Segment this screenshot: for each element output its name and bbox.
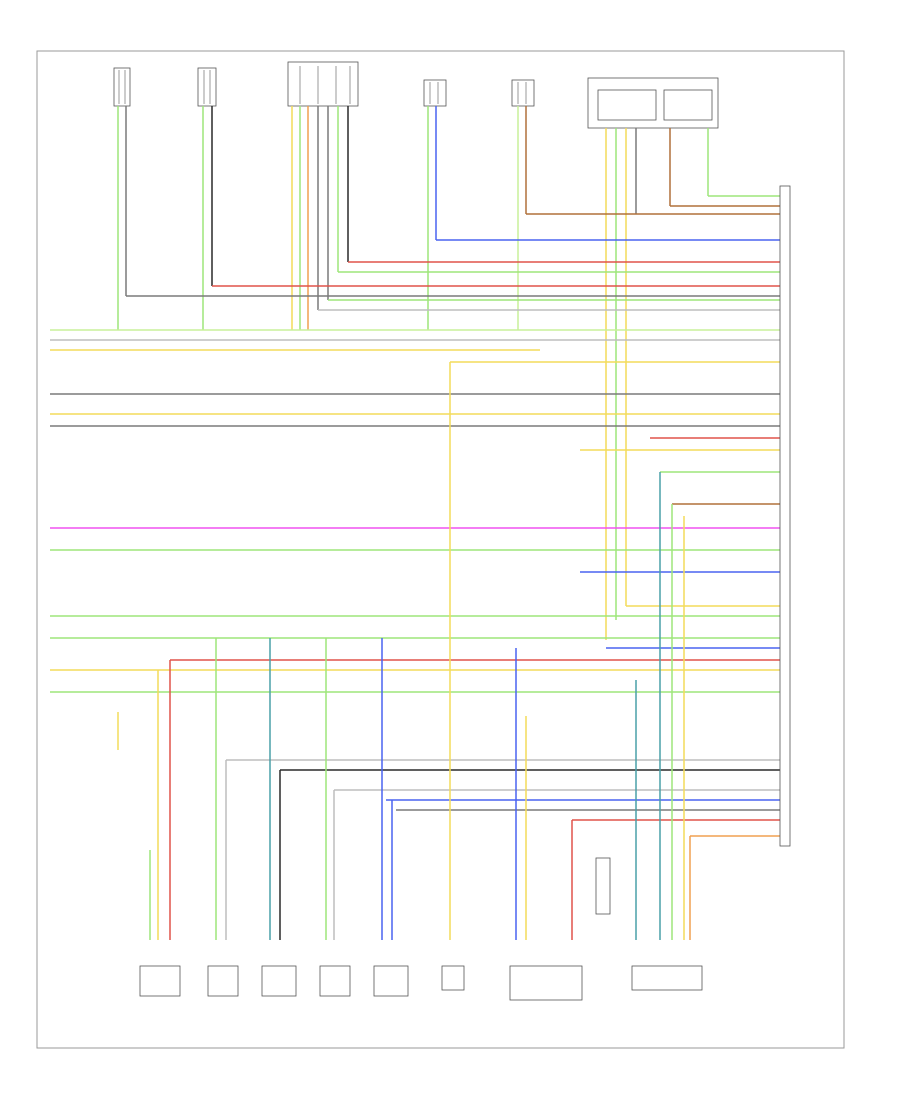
top-sensor-3 [287, 61, 359, 107]
diagram-frame [36, 50, 845, 1049]
top-wire-drops [117, 106, 709, 640]
top-sensor-1 [113, 67, 131, 107]
bottom-5 [373, 965, 409, 997]
top-sensor-5 [511, 79, 535, 107]
lower-wire-drops [117, 362, 691, 940]
bottom-4 [319, 965, 351, 997]
right-connector [779, 185, 791, 847]
bottom-6 [441, 965, 465, 991]
top-sensor-2 [197, 67, 217, 107]
bottom-9 [631, 965, 703, 991]
top-sensor-4 [423, 79, 447, 107]
bottom-7 [509, 965, 583, 1001]
bottom-3 [261, 965, 297, 997]
top-relay [587, 77, 719, 129]
bottom-2 [207, 965, 239, 997]
bottom-1 [139, 965, 181, 997]
bottom-8 [595, 857, 611, 915]
horizontal-wires [50, 195, 780, 837]
